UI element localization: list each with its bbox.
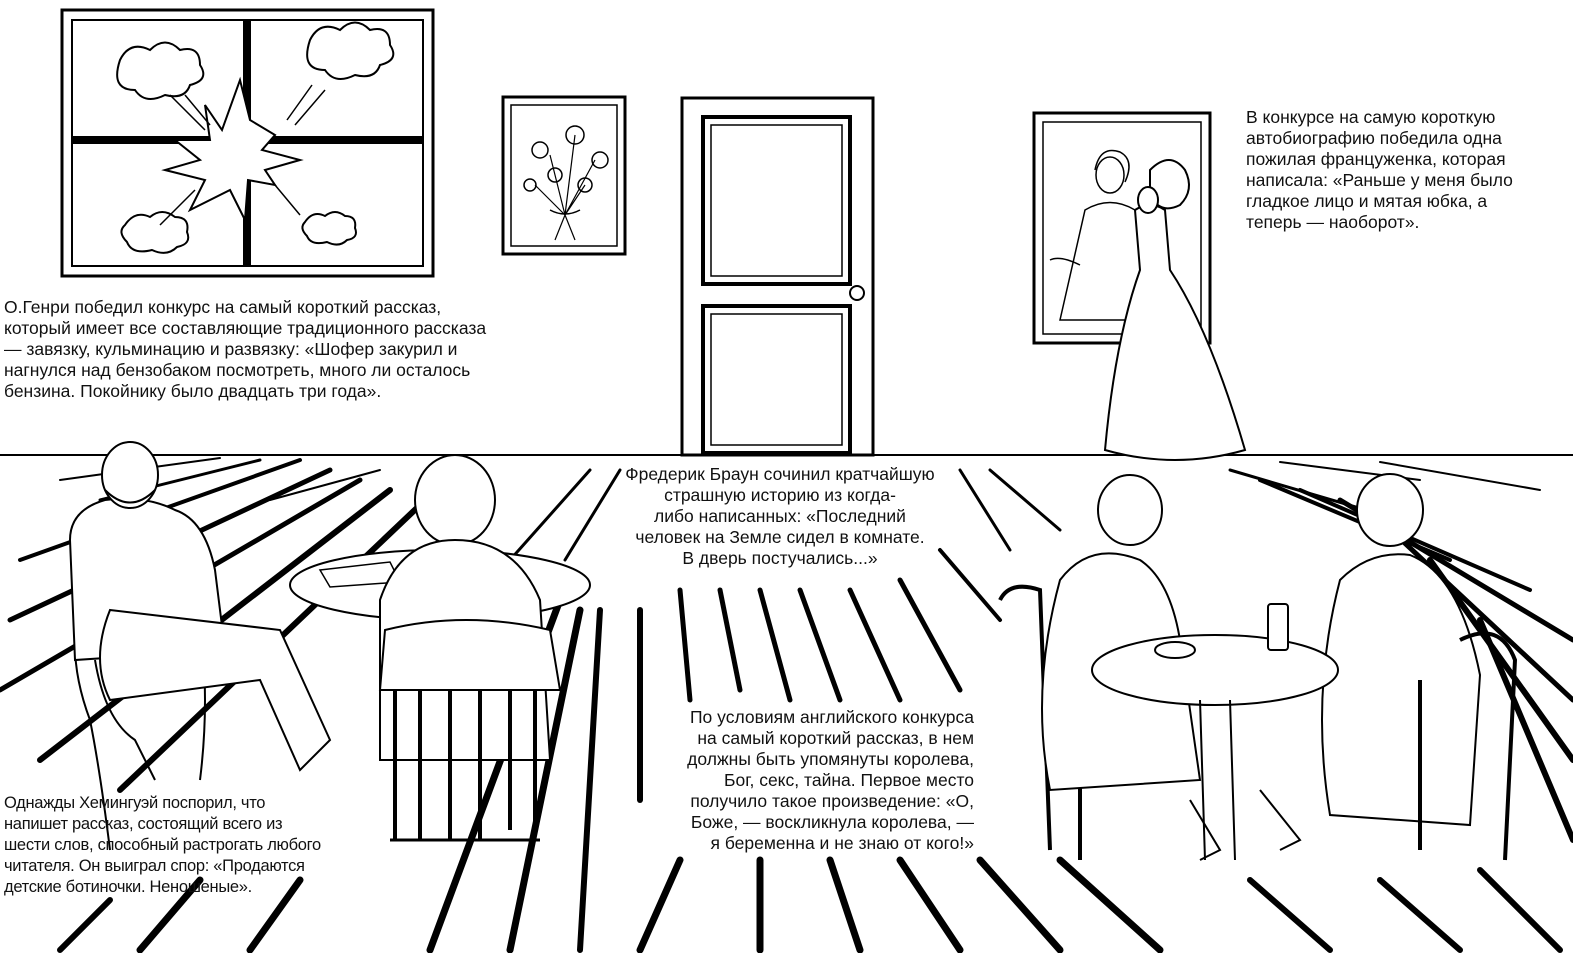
autobiography-line: В конкурсе на самую короткую [1246, 107, 1496, 127]
queen-line: на самый короткий рассказ, в нем [697, 728, 974, 748]
hemingway-line: читателя. Он выиграл спор: «Продаются [4, 857, 305, 875]
autobiography-line: гладкое лицо и мятая юбка, а [1246, 191, 1488, 211]
queen-line: Боже, — воскликнула королева, — [690, 812, 974, 832]
two-women-at-table [998, 473, 1518, 861]
hemingway-line: шести слов, способный растрогать любого [4, 836, 321, 854]
brown-story: Фредерик Браун сочинил кратчайшую страшн… [588, 464, 972, 569]
flower-painting [501, 95, 627, 256]
queen-story: По условиям английского конкурса на самы… [630, 707, 974, 854]
queen-line: По условиям английского конкурса [689, 707, 974, 727]
brown-line: страшную историю из когда- [664, 485, 896, 505]
ohenry-line: — завязку, кульминацию и развязку: «Шофе… [4, 339, 458, 359]
floorboards [0, 457, 1573, 953]
hemingway-line: детские ботиночки. Неношеные». [4, 878, 252, 896]
autobiography-line: написала: «Раньше у меня было [1246, 170, 1513, 190]
ohenry-line: нагнулся над бензобаком посмотреть, мног… [4, 360, 471, 380]
autobiography-line: пожилая француженка, которая [1246, 149, 1506, 169]
hemingway-line: Однажды Хемингуэй поспорил, что [4, 794, 266, 812]
ohenry-line: бензина. Покойнику было двадцать три год… [4, 381, 382, 401]
door [680, 96, 875, 457]
brown-line: человек на Земле сидел в комнате. [635, 527, 925, 547]
ohenry-line: который имеет все составляющие традицион… [4, 318, 487, 338]
brown-line: либо написанных: «Последний [654, 506, 906, 526]
autobiography-line: автобиографию победила одна [1246, 128, 1502, 148]
queen-line: я беременна и не знаю от кого!» [710, 833, 975, 853]
autobiography-story: В конкурсе на самую короткую автобиограф… [1246, 107, 1566, 233]
ohenry-story: О.Генри победил конкурс на самый коротки… [4, 297, 549, 402]
hemingway-line: напишет рассказ, состоящий всего из [4, 815, 283, 833]
brown-line: В дверь постучались...» [682, 548, 878, 568]
queen-line: должны быть упомянуты королева, [687, 749, 974, 769]
standing-lady-in-gown [1103, 159, 1247, 461]
hemingway-story: Однажды Хемингуэй поспорил, что напишет … [4, 793, 366, 898]
queen-line: Бог, секс, тайна. Первое место [724, 770, 974, 790]
brown-line: Фредерик Браун сочинил кратчайшую [625, 464, 935, 484]
autobiography-line: теперь — наоборот». [1246, 212, 1420, 232]
queen-line: получило такое произведение: «О, [690, 791, 974, 811]
ohenry-line: О.Генри победил конкурс на самый коротки… [4, 297, 442, 317]
man-from-behind-seated [378, 454, 562, 842]
window-with-explosion [60, 8, 435, 278]
man-in-suit-seated [68, 441, 332, 851]
